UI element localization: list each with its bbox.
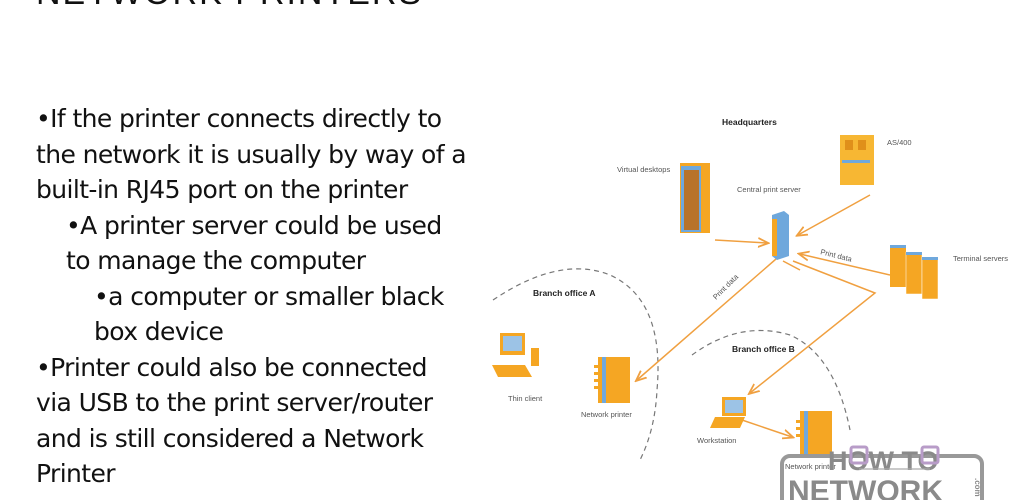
label-central-print-server: Central print server [737,185,801,194]
link-server-to-branch-b [750,260,877,393]
label-network-printer-a: Network printer [581,410,632,419]
network-printer-a-icon [594,357,630,403]
bullet-line: •Printer could also be connected [36,352,428,382]
network-printer-b-icon [796,411,832,455]
bullet-line: to manage the computer [66,246,366,275]
branch-b-boundary [691,329,851,431]
virtual-desktops-icon [680,163,710,233]
bullet-line: and is still considered a Network [36,423,424,453]
label-print-data-1: Print data [820,247,854,264]
logo-line1: HOW TO [828,446,939,476]
link-vd-to-server [714,240,767,243]
monitor-icon [920,445,940,465]
network-diagram: Headquarters Virtual desktops Central pr… [492,117,1008,471]
label-branch-b: Branch office B [732,344,795,354]
logo-line2: NETWORK [788,475,943,500]
bullet-line: Printer [36,459,116,488]
label-as400: AS/400 [887,138,912,147]
bullet-line: box device [94,317,224,346]
slide-title: NETWORK PRINTERS [36,0,423,13]
bullet-line: the network it is usually by way of a [36,139,467,169]
bullet-line: built-in RJ45 port on the printer [36,175,408,204]
label-virtual-desktops: Virtual desktops [617,165,670,174]
label-headquarters: Headquarters [722,117,777,127]
link-server-to-printer-a [637,258,777,380]
workstation-icon [710,397,746,428]
link-terminal-to-server [800,254,891,276]
bullet-line: •A printer server could be used [66,210,442,240]
terminal-servers-icon [890,245,939,300]
branch-a-boundary [492,268,659,461]
label-thin-client: Thin client [508,394,543,403]
howtonetwork-logo: HOW TO NETWORK .com [780,445,984,500]
link-ws-to-printer-b [741,419,792,437]
bullet-line: via USB to the print server/router [36,388,433,417]
label-workstation: Workstation [697,436,736,445]
bullet-line: •If the printer connects directly to [36,104,442,133]
link-server-right [782,260,801,271]
label-branch-a: Branch office A [533,288,596,298]
bullet-line: •a computer or smaller black [94,281,444,311]
label-network-printer-b: Network printer [785,462,836,471]
central-print-server-icon [772,211,789,260]
bullet-list: •If the printer connects directly to the… [36,101,486,492]
label-terminal-servers: Terminal servers [953,254,1008,263]
link-as400-to-server [798,194,871,235]
label-print-data-2: Print data [711,272,741,302]
as400-icon [840,135,874,185]
logo-suffix: .com [973,478,982,497]
thin-client-icon [492,333,539,377]
monitor-icon [849,445,869,465]
